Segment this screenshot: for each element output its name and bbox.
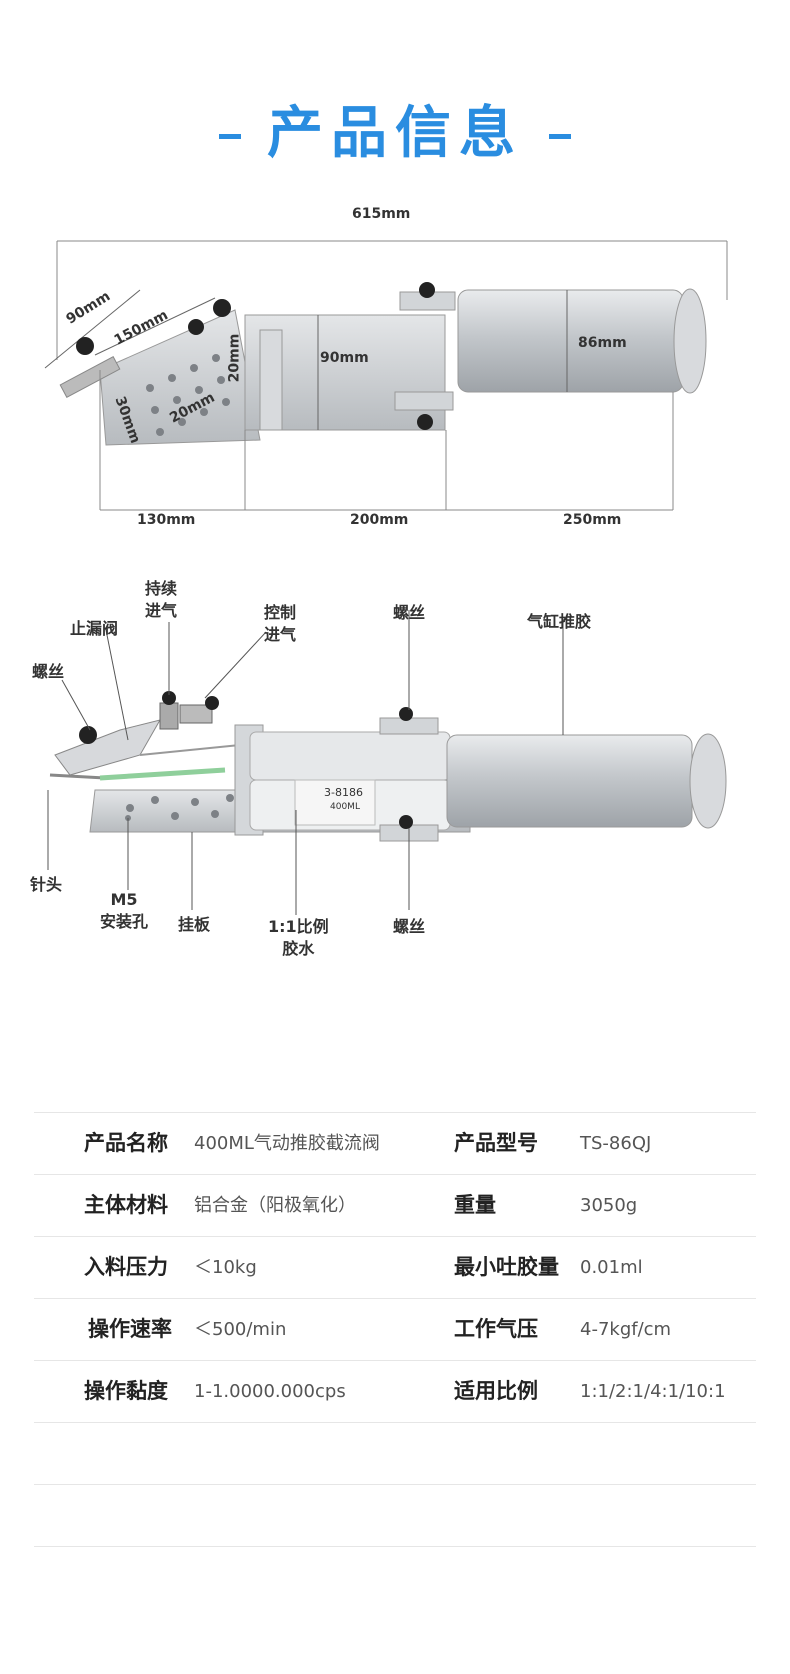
dim-hole-spacing-v: 20mm bbox=[226, 333, 243, 383]
parts-figure bbox=[47, 610, 727, 915]
spec-key: 重量 bbox=[454, 1193, 496, 1217]
spec-value: 0.01ml bbox=[580, 1257, 643, 1278]
table-row-empty bbox=[34, 1422, 756, 1484]
spec-key: 适用比例 bbox=[454, 1379, 538, 1403]
title-dash-right bbox=[549, 134, 571, 140]
spec-value: 3050g bbox=[580, 1195, 638, 1216]
label-cylinder-push: 气缸推胶 bbox=[527, 612, 592, 631]
spec-key: 入料压力 bbox=[84, 1255, 168, 1279]
label-continuous-air: 持续进气 bbox=[145, 579, 178, 620]
cartridge-code: 3-8186 bbox=[324, 786, 363, 799]
dim-total-length: 615mm bbox=[352, 206, 411, 222]
label-needle: 针头 bbox=[30, 875, 63, 894]
spec-value: ＜500/min bbox=[194, 1319, 287, 1340]
spec-value: ＜10kg bbox=[194, 1257, 257, 1278]
spec-value: TS-86QJ bbox=[580, 1133, 652, 1154]
table-row: 入料压力 ＜10kg 最小吐胶量 0.01ml bbox=[34, 1236, 756, 1298]
dim-seg2: 200mm bbox=[350, 512, 409, 528]
page-title: 产品信息 bbox=[0, 88, 790, 169]
dim-body-height: 90mm bbox=[320, 350, 369, 366]
spec-table: 产品名称 400ML气动推胶截流阀 产品型号 TS-86QJ 主体材料 铝合金（… bbox=[34, 1112, 756, 1547]
table-row: 产品名称 400ML气动推胶截流阀 产品型号 TS-86QJ bbox=[34, 1112, 756, 1174]
label-stop-valve: 止漏阀 bbox=[70, 619, 119, 638]
label-hanging-plate: 挂板 bbox=[178, 915, 211, 934]
label-glue: 1:1比例胶水 bbox=[268, 917, 329, 958]
spec-value: 4-7kgf/cm bbox=[580, 1319, 672, 1340]
title-text: 产品信息 bbox=[267, 101, 523, 166]
table-row: 操作速率 ＜500/min 工作气压 4-7kgf/cm bbox=[34, 1298, 756, 1360]
spec-key: 工作气压 bbox=[454, 1317, 538, 1341]
spec-key: 产品型号 bbox=[454, 1131, 538, 1155]
label-screw-top: 螺丝 bbox=[393, 603, 426, 622]
spec-value: 铝合金（阳极氧化） bbox=[194, 1195, 356, 1216]
dimension-figure bbox=[44, 240, 728, 511]
table-row-empty bbox=[34, 1484, 756, 1547]
spec-key: 产品名称 bbox=[84, 1131, 168, 1155]
title-dash-left bbox=[219, 134, 241, 140]
spec-value: 1-1.0000.000cps bbox=[194, 1381, 346, 1402]
cartridge-volume: 400ML bbox=[330, 802, 360, 812]
dim-cylinder-dia: 86mm bbox=[578, 335, 627, 351]
spec-key: 操作速率 bbox=[88, 1317, 172, 1341]
spec-key: 主体材料 bbox=[84, 1193, 168, 1217]
dim-seg3: 250mm bbox=[563, 512, 622, 528]
label-screw-bottom: 螺丝 bbox=[393, 917, 426, 936]
table-row: 主体材料 铝合金（阳极氧化） 重量 3050g bbox=[34, 1174, 756, 1236]
table-row: 操作黏度 1-1.0000.000cps 适用比例 1:1/2:1/4:1/10… bbox=[34, 1360, 756, 1422]
label-control-air: 控制进气 bbox=[264, 603, 297, 644]
spec-value: 1:1/2:1/4:1/10:1 bbox=[580, 1381, 726, 1402]
label-screw-left: 螺丝 bbox=[32, 662, 65, 681]
spec-key: 最小吐胶量 bbox=[454, 1255, 559, 1279]
dim-seg1: 130mm bbox=[137, 512, 196, 528]
spec-value: 400ML气动推胶截流阀 bbox=[194, 1133, 380, 1154]
spec-key: 操作黏度 bbox=[84, 1379, 168, 1403]
